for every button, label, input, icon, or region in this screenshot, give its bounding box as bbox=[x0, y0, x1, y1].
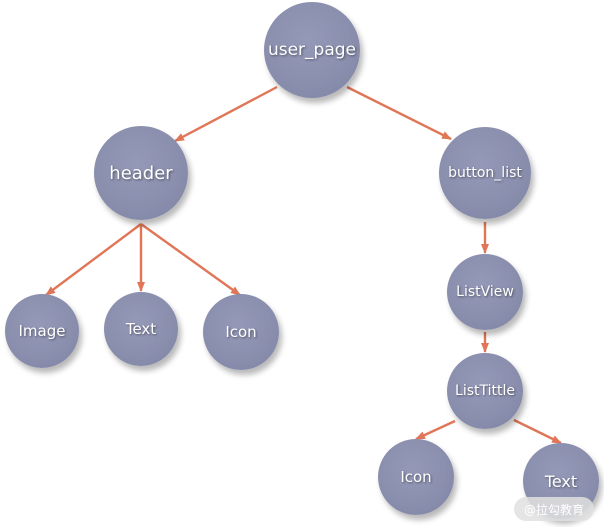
edge-header-icon bbox=[140, 223, 241, 296]
node-label-button-list: button_list bbox=[448, 165, 522, 181]
node-label-list-icon: Icon bbox=[400, 468, 432, 486]
node-image: Image bbox=[5, 294, 79, 368]
node-label-header-icon: Icon bbox=[225, 323, 257, 341]
node-listview: ListView bbox=[447, 254, 523, 330]
node-label-header: header bbox=[109, 162, 173, 184]
node-label-header-text: Text bbox=[125, 320, 157, 338]
node-label-listtittle: ListTittle bbox=[455, 383, 515, 399]
edge-user_page-header bbox=[174, 85, 278, 143]
node-user-page: user_page bbox=[264, 2, 360, 98]
node-label-image: Image bbox=[18, 322, 66, 340]
node-label-list-text: Text bbox=[544, 471, 578, 491]
node-listtittle: ListTittle bbox=[447, 353, 523, 429]
node-label-listview: ListView bbox=[456, 284, 514, 300]
node-header-text: Text bbox=[104, 292, 178, 366]
edge-listtittle-icon bbox=[415, 419, 456, 441]
edge-listtittle-text bbox=[513, 418, 562, 445]
watermark-text: @拉勾教育 bbox=[523, 502, 584, 517]
node-header: header bbox=[94, 126, 188, 220]
node-list-icon: Icon bbox=[378, 439, 454, 515]
node-button-list: button_list bbox=[439, 127, 531, 219]
watermark-badge: @拉勾教育 bbox=[513, 497, 594, 521]
node-label-user-page: user_page bbox=[267, 40, 357, 60]
edge-user_page-button_list bbox=[346, 85, 452, 141]
node-header-icon: Icon bbox=[203, 294, 279, 370]
edge-header-image bbox=[45, 223, 142, 296]
